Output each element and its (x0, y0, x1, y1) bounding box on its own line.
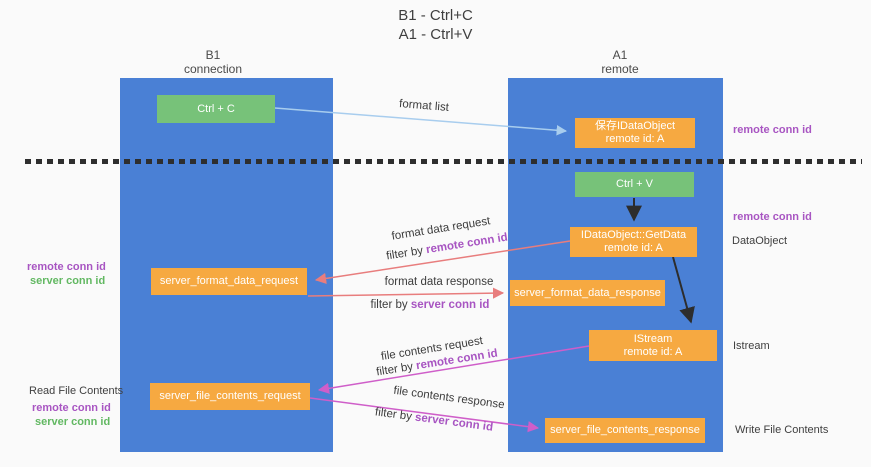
getdata-to-istream-arrow (672, 256, 695, 324)
label-format-data-response-text: format data response (384, 276, 494, 288)
node-istream-line1: IStream (633, 332, 673, 345)
network-boundary-dashed-line (25, 159, 862, 164)
title-line-2: A1 - Ctrl+V (398, 26, 473, 43)
diagram-title: B1 - Ctrl+C A1 - Ctrl+V (0, 6, 871, 44)
annotation-remote-conn-id-bottom-left: remote conn id (32, 402, 111, 414)
annotation-read-file-contents: Read File Contents (29, 385, 124, 397)
annotation-dataobject: DataObject (732, 235, 788, 247)
node-server-format-data-request: server_format_data_request (151, 268, 307, 295)
node-ctrl-v: Ctrl + V (575, 172, 694, 197)
node-server-file-contents-request: server_file_contents_request (150, 383, 310, 410)
annotation-server-conn-id-bottom-left: server conn id (35, 416, 111, 428)
node-ctrl-c: Ctrl + C (157, 95, 275, 123)
lifeline-a1-role: remote (601, 62, 639, 76)
node-format-response-label: server_format_data_response (514, 286, 661, 299)
node-istream-line2: remote id: A (623, 345, 683, 358)
lifeline-b1-role: connection (183, 62, 243, 76)
lifeline-header-a1: A1 remote (540, 48, 700, 76)
label-filter-server-1: filter by server conn id (371, 299, 490, 311)
node-file-response-label: server_file_contents_response (550, 424, 700, 436)
file-contents-request-arrow (317, 345, 590, 394)
node-server-file-contents-response: server_file_contents_response (545, 418, 705, 443)
node-getdata-line2: remote id: A (604, 242, 663, 254)
annotation-write-file-contents: Write File Contents (735, 424, 829, 436)
format-data-response-arrow (307, 287, 505, 299)
node-istream: IStream remote id: A (589, 330, 717, 361)
label-format-data-response: format data response (385, 276, 494, 288)
node-ctrl-c-label: Ctrl + C (197, 102, 235, 115)
node-format-request-label: server_format_data_request (159, 275, 299, 287)
node-ctrl-v-label: Ctrl + V (616, 178, 653, 190)
node-file-request-label: server_file_contents_request (159, 390, 301, 402)
node-getdata-line1: IDataObject::GetData (580, 229, 687, 241)
node-save-idataobject-line1: 保存IDataObject (594, 120, 676, 132)
format-list-arrow (274, 107, 568, 136)
filter-by-text: filter by (370, 299, 408, 311)
server-conn-id-text: server conn id (410, 299, 490, 311)
lifeline-header-b1: B1 connection (133, 48, 293, 76)
title-line-1: B1 - Ctrl+C (398, 7, 473, 24)
file-contents-response-arrow (309, 397, 540, 433)
annotation-remote-conn-id-top-right: remote conn id (733, 124, 812, 136)
annotation-remote-conn-id-left: remote conn id (27, 261, 106, 273)
node-server-format-data-response: server_format_data_response (510, 280, 665, 306)
annotation-remote-conn-id-right: remote conn id (733, 211, 812, 223)
node-save-idataobject-line2: remote id: A (605, 133, 665, 145)
annotation-istream: Istream (733, 340, 770, 352)
node-idataobject-getdata: IDataObject::GetData remote id: A (570, 227, 697, 257)
annotation-server-conn-id-left: server conn id (30, 275, 106, 287)
lifeline-a1-name: A1 (612, 48, 628, 62)
node-save-idataobject: 保存IDataObject remote id: A (575, 118, 695, 148)
format-data-request-arrow (314, 240, 571, 285)
lifeline-b1-name: B1 (205, 48, 221, 62)
